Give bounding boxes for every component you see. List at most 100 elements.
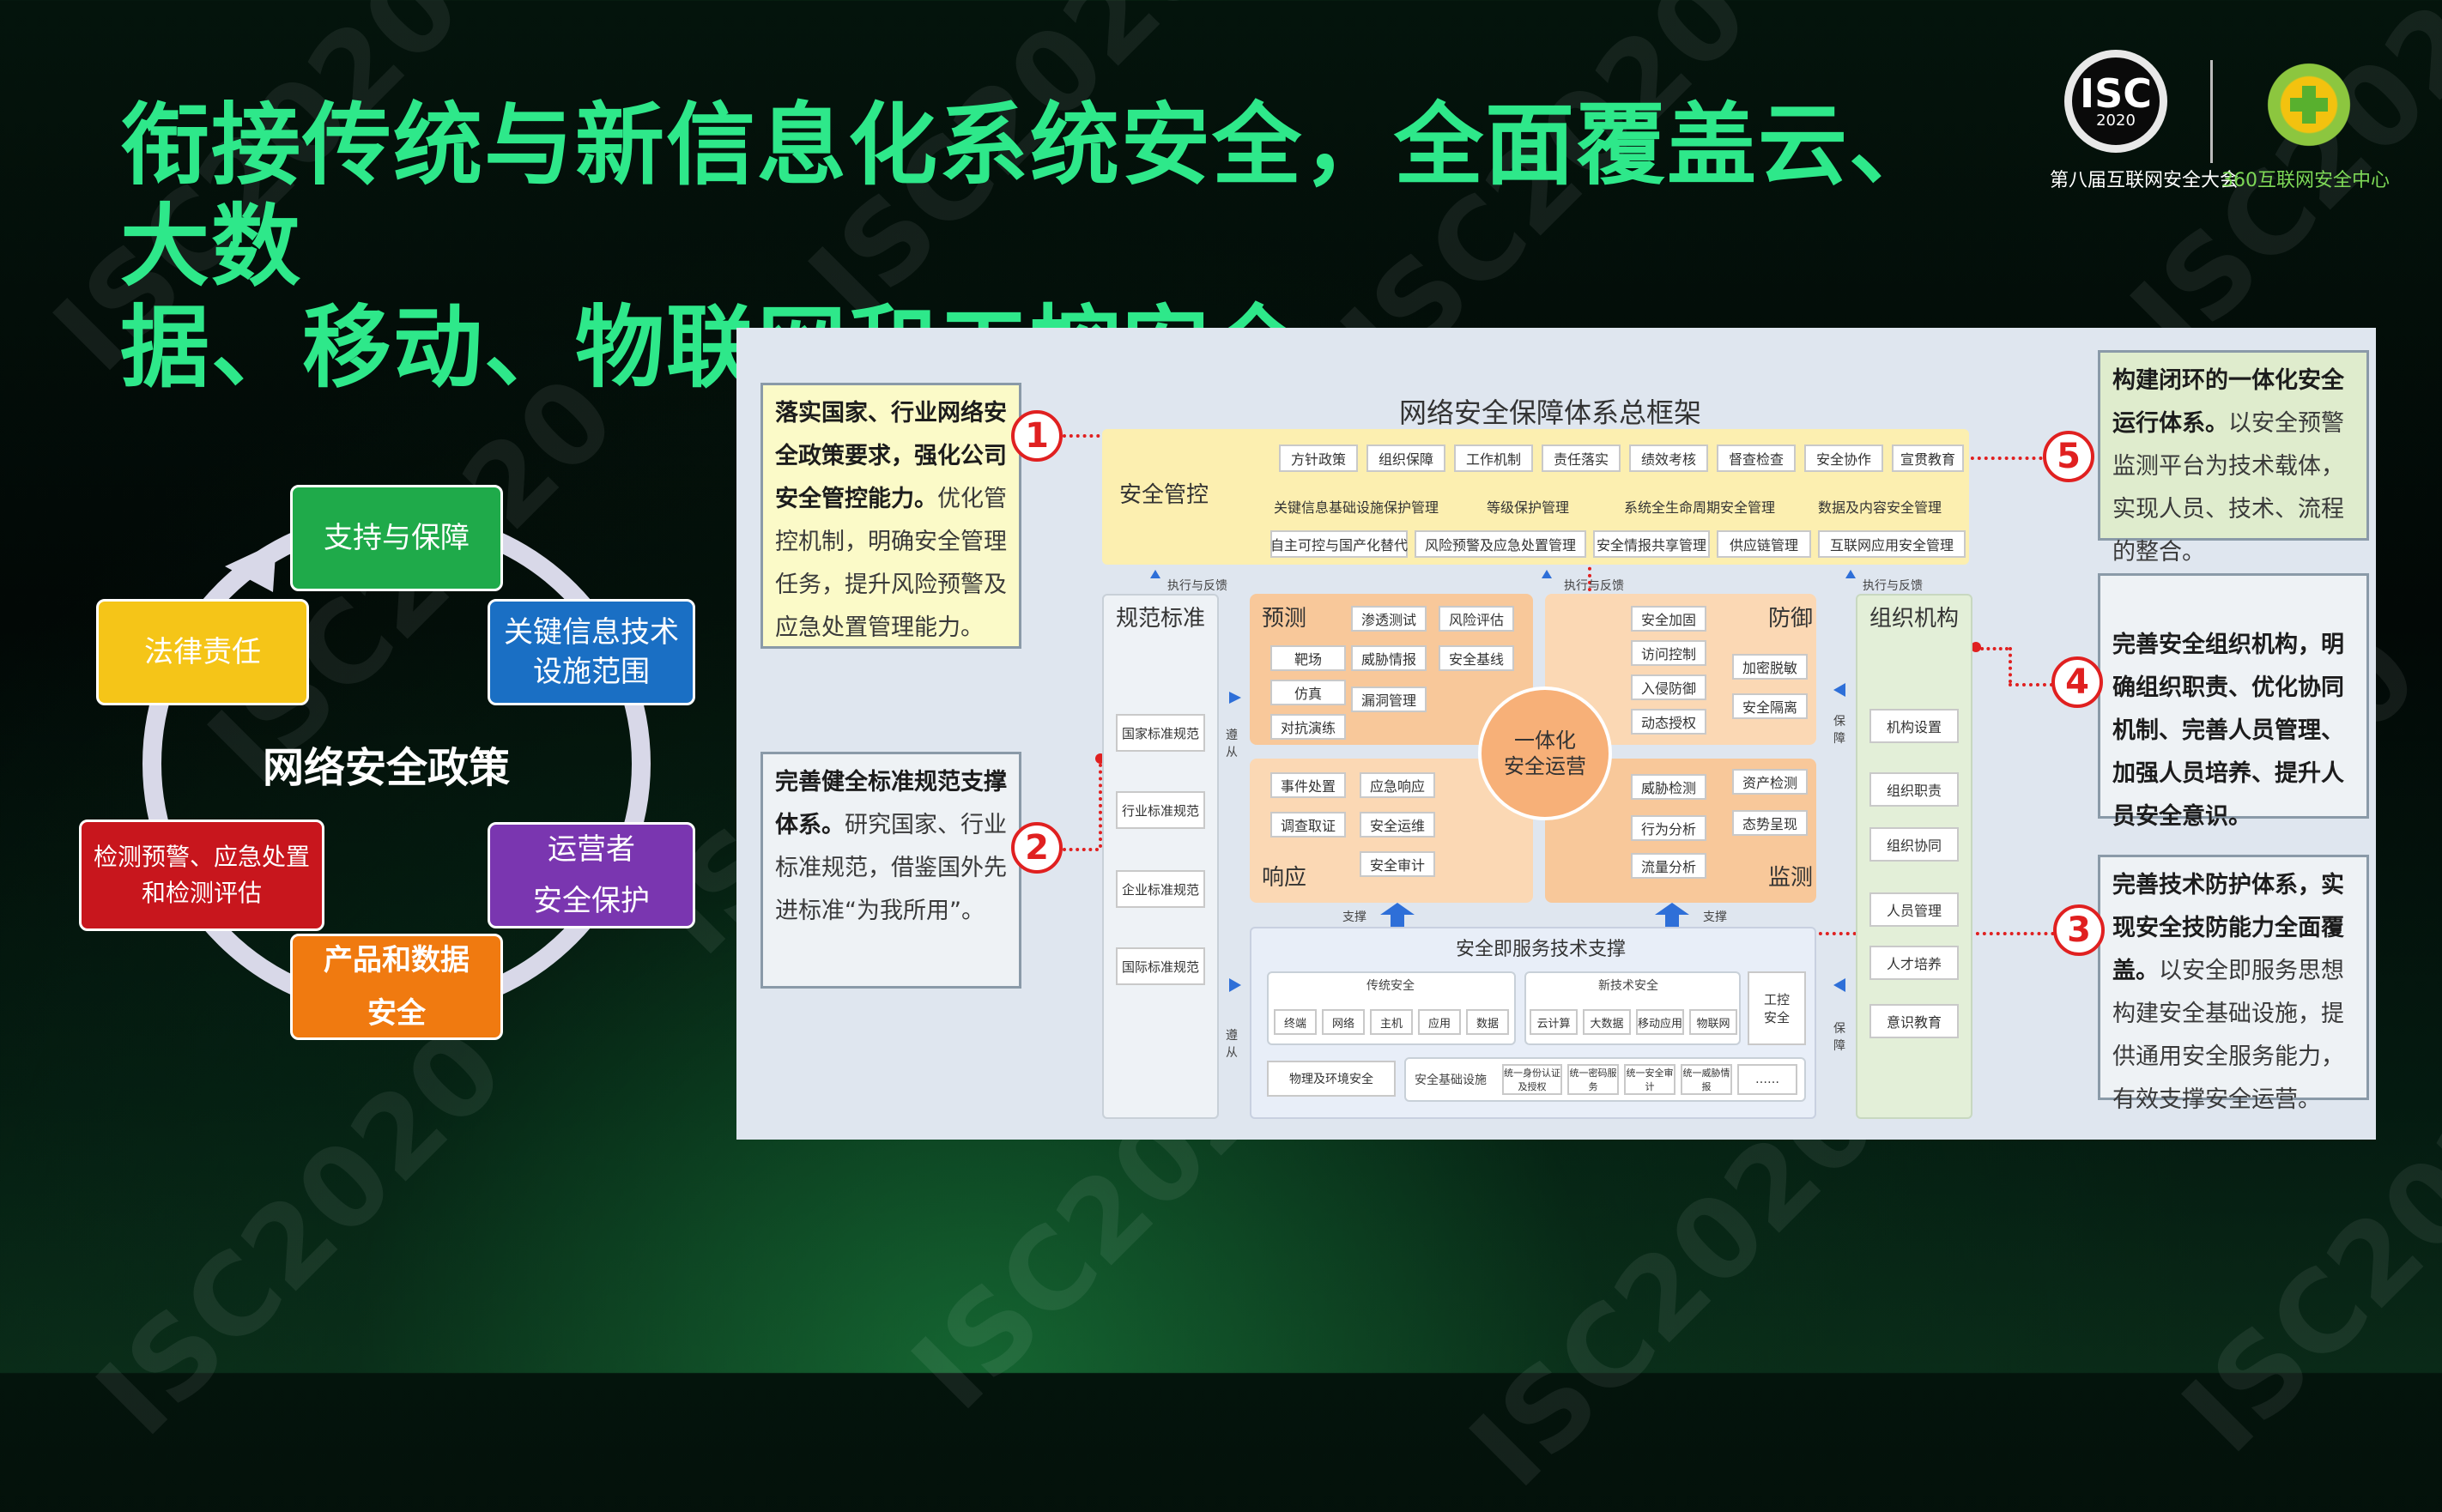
mgmt-chip: 组织保障 — [1366, 445, 1445, 472]
connector-3 — [1648, 932, 2055, 935]
monitor-item: 威胁检测 — [1631, 774, 1706, 800]
flow-arrows — [1150, 570, 1856, 992]
feedback-label: 执行与反馈 — [1863, 579, 1923, 593]
new-tech-item: 物联网 — [1689, 1009, 1737, 1035]
standard-item: 国家标准规范 — [1116, 714, 1205, 752]
connector-2 — [1063, 848, 1099, 851]
predict-item: 风险评估 — [1439, 606, 1514, 632]
predict-item: 靶场 — [1270, 645, 1346, 671]
respond-item: 应急响应 — [1360, 772, 1435, 798]
org-item: 人才培养 — [1869, 946, 1959, 980]
integrated-operations-circle: 一体化 安全运营 — [1478, 686, 1612, 820]
cycle-item-support: 支持与保障 — [290, 485, 503, 591]
connector-4-drop — [2009, 647, 2012, 683]
mgmt-item: 等级保护管理 — [1486, 499, 1569, 516]
marker-5: 5 — [2043, 431, 2094, 482]
marker-3: 3 — [2053, 904, 2105, 956]
defend-item: 安全加固 — [1631, 606, 1706, 632]
management-label: 安全管控 — [1119, 482, 1209, 508]
respond-label: 响应 — [1262, 865, 1307, 891]
ics-security: 工控 安全 — [1748, 971, 1806, 1045]
predict-item: 安全基线 — [1439, 645, 1514, 671]
callout-1: 落实国家、行业网络安全政策要求，强化公司安全管控能力。优化管控机制，明确安全管理… — [760, 383, 1021, 649]
defend-item: 动态授权 — [1631, 709, 1706, 735]
defend-item: 入侵防御 — [1631, 674, 1706, 700]
predict-item: 渗透测试 — [1351, 606, 1427, 632]
security-infrastructure-label: 安全基础设施 — [1415, 1074, 1487, 1087]
org-item: 人员管理 — [1869, 892, 1959, 927]
isc-caption: 第八届互联网安全大会 — [2050, 170, 2239, 191]
support-label: 支撑 — [1342, 910, 1366, 924]
respond-item: 安全审计 — [1360, 851, 1435, 877]
respond-item: 事件处置 — [1270, 772, 1346, 798]
connector-4 — [1974, 647, 2009, 650]
predict-item: 漏洞管理 — [1351, 686, 1427, 712]
mgmt-chip: 绩效考核 — [1629, 445, 1708, 472]
predict-label: 预测 — [1262, 606, 1307, 632]
traditional-item: 主机 — [1370, 1009, 1413, 1035]
traditional-item: 数据 — [1466, 1009, 1509, 1035]
mgmt-chip: 供应链管理 — [1717, 530, 1811, 558]
mgmt-chip: 安全情报共享管理 — [1593, 530, 1710, 558]
traditional-security-label: 传统安全 — [1366, 979, 1415, 993]
360-caption: 360互联网安全中心 — [2221, 170, 2390, 191]
defend-label: 防御 — [1768, 606, 1814, 632]
monitor-item: 行为分析 — [1631, 815, 1706, 841]
mgmt-chip: 工作机制 — [1454, 445, 1533, 472]
follow-label: 遵从 — [1226, 729, 1238, 759]
framework-title: 网络安全保障体系总框架 — [1399, 396, 1702, 429]
respond-item: 安全运维 — [1360, 812, 1435, 838]
standard-item: 国际标准规范 — [1116, 947, 1205, 985]
mgmt-item: 关键信息基础设施保护管理 — [1273, 499, 1439, 516]
monitor-item: 流量分析 — [1631, 853, 1706, 879]
service-bottom-item: 物理及环境安全 — [1267, 1061, 1396, 1097]
connector-5-drop — [1588, 457, 1591, 688]
monitor-item: 态势呈现 — [1732, 810, 1808, 836]
guarantee-label: 保障 — [1833, 1022, 1845, 1053]
traditional-item: 网络 — [1322, 1009, 1365, 1035]
monitor-item: 资产检测 — [1732, 769, 1808, 795]
new-tech-item: 云计算 — [1530, 1009, 1578, 1035]
cycle-item-product-data: 产品和数据 安全 — [290, 934, 503, 1040]
support-label: 支撑 — [1703, 910, 1727, 924]
feedback-label: 执行与反馈 — [1167, 579, 1227, 593]
callout-5: 构建闭环的一体化安全运行体系。以安全预警监测平台为技术载体，实现人员、技术、流程… — [2098, 350, 2369, 565]
org-item: 组织协同 — [1869, 827, 1959, 862]
mgmt-item: 数据及内容安全管理 — [1817, 499, 1942, 516]
callout-2: 完善健全标准规范支撑体系。研究国家、行业标准规范，借鉴国外先进标准“为我所用”。 — [760, 752, 1021, 989]
standard-item: 行业标准规范 — [1116, 791, 1205, 829]
isc-logo: ISC 2020 — [2064, 50, 2167, 153]
mgmt-chip: 责任落实 — [1542, 445, 1621, 472]
mgmt-item: 系统全生命周期安全管理 — [1623, 499, 1775, 516]
feedback-label: 执行与反馈 — [1564, 579, 1624, 593]
cycle-item-legal: 法律责任 — [96, 599, 309, 705]
guarantee-label: 保障 — [1833, 715, 1845, 746]
new-tech-security-label: 新技术安全 — [1598, 979, 1658, 993]
service-title: 安全即服务技术支撑 — [1456, 939, 1627, 960]
infrastructure-item: 统一安全审计 — [1624, 1064, 1675, 1095]
monitor-label: 监测 — [1768, 865, 1814, 891]
org-item: 机构设置 — [1869, 709, 1959, 743]
mgmt-chip: 自主可控与国产化替代 — [1270, 530, 1408, 558]
connector-4-join — [2009, 683, 2053, 686]
org-item: 组织职责 — [1869, 772, 1959, 807]
callout-3: 完善技术防护体系，实现安全技防能力全面覆盖。以安全即服务思想构建安全基础设施，提… — [2098, 855, 2369, 1113]
connector-2-rise — [1099, 757, 1102, 848]
respond-item: 调查取证 — [1270, 812, 1346, 838]
360-logo-icon — [2257, 53, 2360, 156]
follow-label: 遵从 — [1226, 1029, 1238, 1060]
cycle-item-operator: 运营者 安全保护 — [488, 822, 695, 928]
infrastructure-item: 统一身份认证及授权 — [1502, 1064, 1562, 1095]
isc-logo-text: ISC — [2079, 70, 2152, 117]
defend-item: 加密脱敏 — [1732, 654, 1808, 680]
standard-item: 企业标准规范 — [1116, 870, 1205, 908]
new-tech-item: 移动应用 — [1636, 1009, 1684, 1035]
defend-item: 安全隔离 — [1732, 693, 1808, 719]
standards-label: 规范标准 — [1116, 606, 1206, 632]
predict-item: 仿真 — [1270, 680, 1346, 705]
infrastructure-item: 统一密码服务 — [1567, 1064, 1619, 1095]
cycle-item-monitoring: 检测预警、应急处置 和检测评估 — [79, 820, 324, 931]
traditional-item: 终端 — [1274, 1009, 1317, 1035]
standards-column — [1102, 594, 1219, 1119]
logo-divider — [2210, 60, 2213, 163]
